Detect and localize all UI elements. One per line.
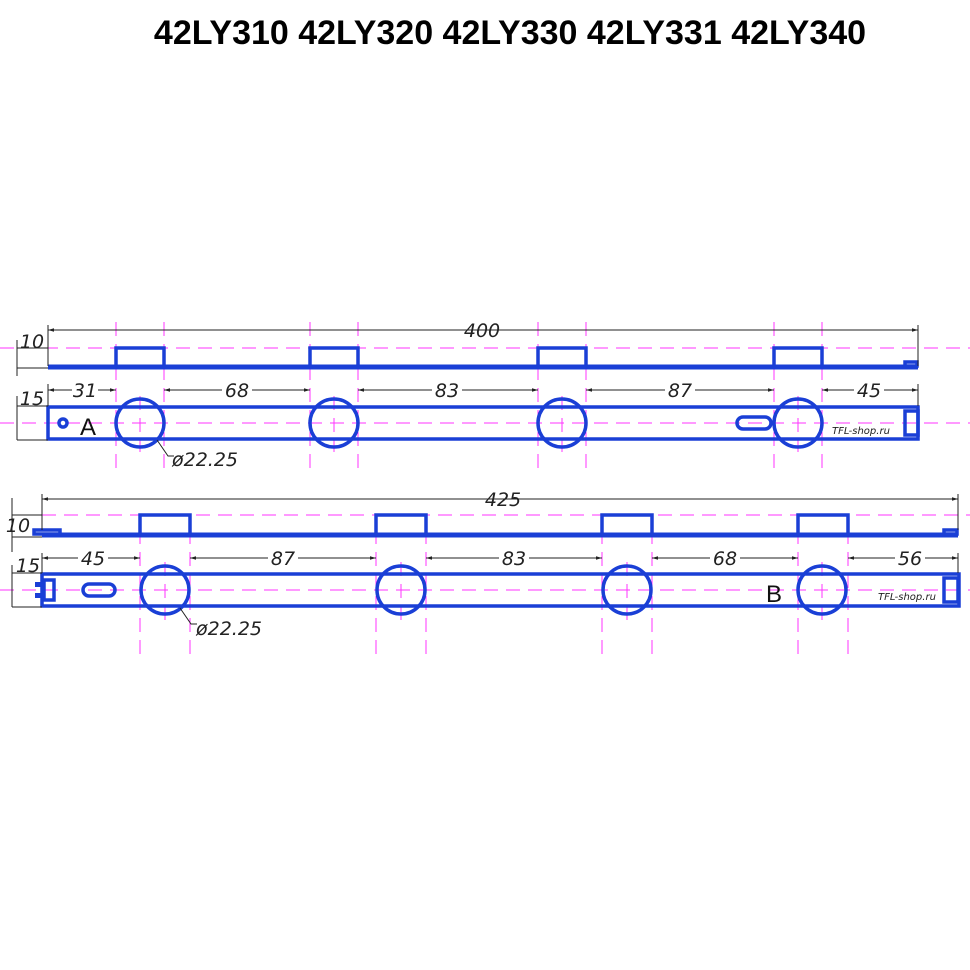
hole — [114, 397, 166, 449]
hole — [772, 397, 824, 449]
label-a: A — [80, 414, 96, 441]
dim-45: 45 — [81, 548, 105, 570]
dim-31: 31 — [73, 380, 97, 402]
dim-83: 83 — [435, 380, 459, 402]
dim-68: 68 — [713, 548, 737, 570]
part-a-side-view — [48, 346, 919, 370]
part-b-side-view — [32, 513, 959, 538]
hole — [308, 397, 360, 449]
dim-overall-400: 400 — [464, 320, 500, 342]
part-a: 400 10 A TFL-shop.ru 15 31 68 — [0, 320, 970, 471]
hole — [139, 564, 191, 616]
hole — [796, 564, 848, 616]
dim-height-10: 10 — [20, 331, 44, 353]
dim-68: 68 — [225, 380, 249, 402]
drawing-title: 42LY310 42LY320 42LY330 42LY331 42LY340 — [153, 14, 867, 52]
slot — [735, 415, 773, 431]
dim-45: 45 — [857, 380, 881, 402]
dim-hole-diameter: ø22.25 — [171, 449, 238, 471]
dim-height-10: 10 — [6, 515, 30, 537]
dim-overall-425: 425 — [485, 489, 521, 511]
hole — [536, 397, 588, 449]
dim-87: 87 — [271, 548, 295, 570]
hole — [375, 564, 427, 616]
dim-width-15: 15 — [16, 555, 40, 577]
dim-hole-diameter: ø22.25 — [195, 618, 262, 640]
part-a-top-view — [46, 397, 920, 449]
dim-width-15: 15 — [20, 388, 44, 410]
dim-56: 56 — [898, 548, 922, 570]
label-b: B — [766, 581, 782, 608]
dim-87: 87 — [668, 380, 692, 402]
small-hole — [57, 417, 69, 429]
dim-83: 83 — [502, 548, 526, 570]
part-b-top-view — [35, 564, 961, 616]
watermark: TFL-shop.ru — [832, 426, 890, 437]
part-b: 425 10 B TFL-shop.ru 15 45 87 — [0, 489, 970, 655]
watermark: TFL-shop.ru — [878, 592, 936, 603]
slot — [81, 582, 117, 598]
hole — [601, 564, 653, 616]
